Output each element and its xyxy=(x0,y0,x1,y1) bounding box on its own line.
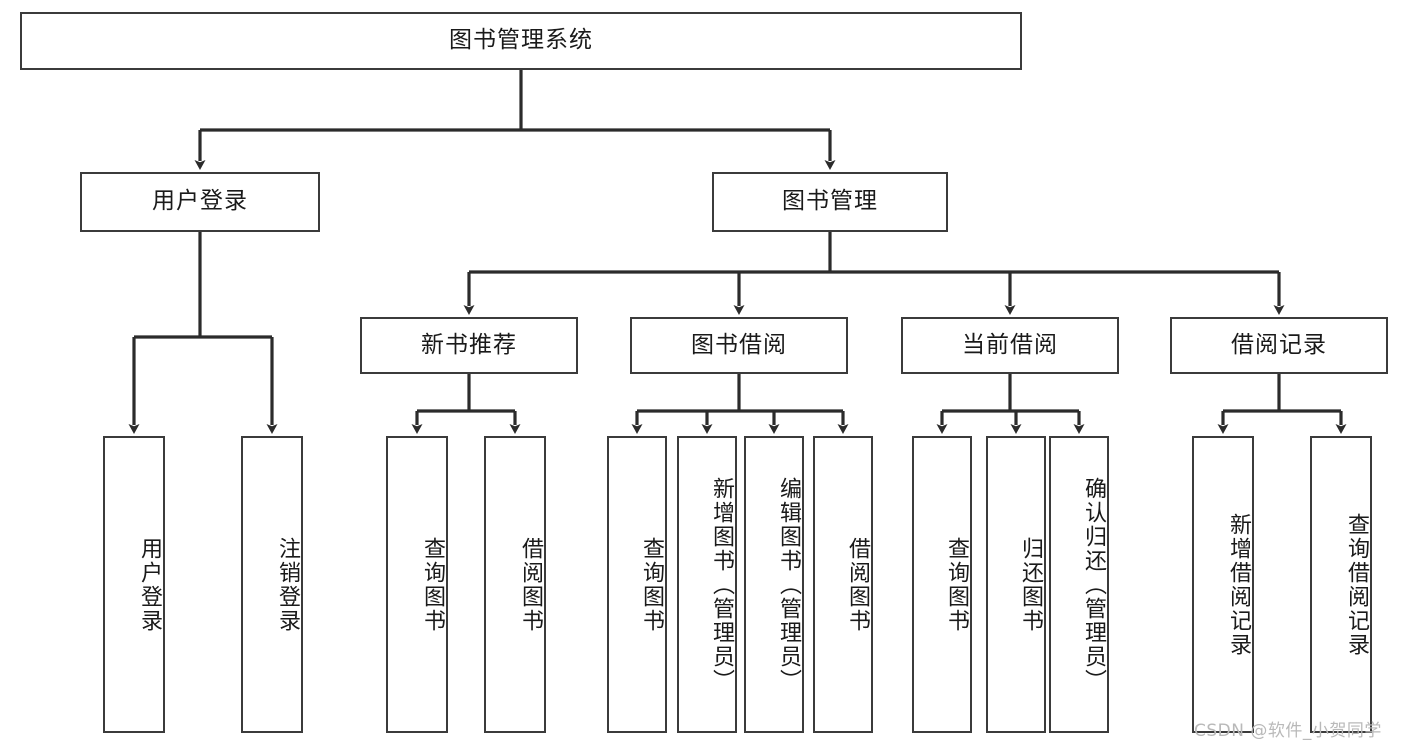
node-label: 查询图书 xyxy=(639,536,664,633)
leaf-node-leaf-query-record[interactable]: 查询借阅记录 xyxy=(1310,436,1372,733)
node-label: 新增图书（管理员） xyxy=(709,476,734,693)
node-label: 注销登录 xyxy=(275,536,300,633)
node-label: 编辑图书（管理员） xyxy=(776,476,801,693)
leaf-node-leaf-user-login[interactable]: 用户登录 xyxy=(103,436,165,733)
csdn-watermark: CSDN @软件_小贺同学 xyxy=(1194,721,1382,741)
node-label: 查询图书 xyxy=(944,536,969,633)
node-label: 确认归还（管理员） xyxy=(1081,476,1106,693)
leaf-node-leaf-query-book-rec[interactable]: 查询图书 xyxy=(386,436,448,733)
leaf-node-leaf-query-book-borrow[interactable]: 查询图书 xyxy=(607,436,667,733)
leaf-node-leaf-add-book[interactable]: 新增图书（管理员） xyxy=(677,436,737,733)
node-label: 查询图书 xyxy=(420,536,445,633)
node-label: 用户登录 xyxy=(152,188,248,215)
node-label: 借阅记录 xyxy=(1231,331,1327,358)
level3-node-borrow-record[interactable]: 借阅记录 xyxy=(1170,317,1388,374)
leaf-node-leaf-confirm-return[interactable]: 确认归还（管理员） xyxy=(1049,436,1109,733)
node-label: 借阅图书 xyxy=(845,536,870,633)
leaf-node-leaf-user-logout[interactable]: 注销登录 xyxy=(241,436,303,733)
node-label: 用户登录 xyxy=(137,536,162,633)
node-label: 当前借阅 xyxy=(962,331,1058,358)
node-label: 归还图书 xyxy=(1018,536,1043,633)
node-label: 新书推荐 xyxy=(421,331,517,358)
leaf-node-leaf-add-record[interactable]: 新增借阅记录 xyxy=(1192,436,1254,733)
level3-node-new-book-rec[interactable]: 新书推荐 xyxy=(360,317,578,374)
leaf-node-leaf-borrow-book[interactable]: 借阅图书 xyxy=(813,436,873,733)
leaf-node-leaf-edit-book[interactable]: 编辑图书（管理员） xyxy=(744,436,804,733)
leaf-node-leaf-return-book[interactable]: 归还图书 xyxy=(986,436,1046,733)
level3-node-current-borrow[interactable]: 当前借阅 xyxy=(901,317,1119,374)
leaf-node-leaf-borrow-book-rec[interactable]: 借阅图书 xyxy=(484,436,546,733)
level2-node-user-login[interactable]: 用户登录 xyxy=(80,172,320,232)
node-label: 图书管理 xyxy=(782,188,878,215)
node-label: 查询借阅记录 xyxy=(1344,512,1369,657)
level2-node-book-manage[interactable]: 图书管理 xyxy=(712,172,948,232)
leaf-node-leaf-query-book-current[interactable]: 查询图书 xyxy=(912,436,972,733)
node-label: 借阅图书 xyxy=(518,536,543,633)
node-label: 图书借阅 xyxy=(691,331,787,358)
node-label: 新增借阅记录 xyxy=(1226,512,1251,657)
root-node-root[interactable]: 图书管理系统 xyxy=(20,12,1022,70)
node-label: 图书管理系统 xyxy=(449,27,593,54)
level3-node-book-borrow[interactable]: 图书借阅 xyxy=(630,317,848,374)
